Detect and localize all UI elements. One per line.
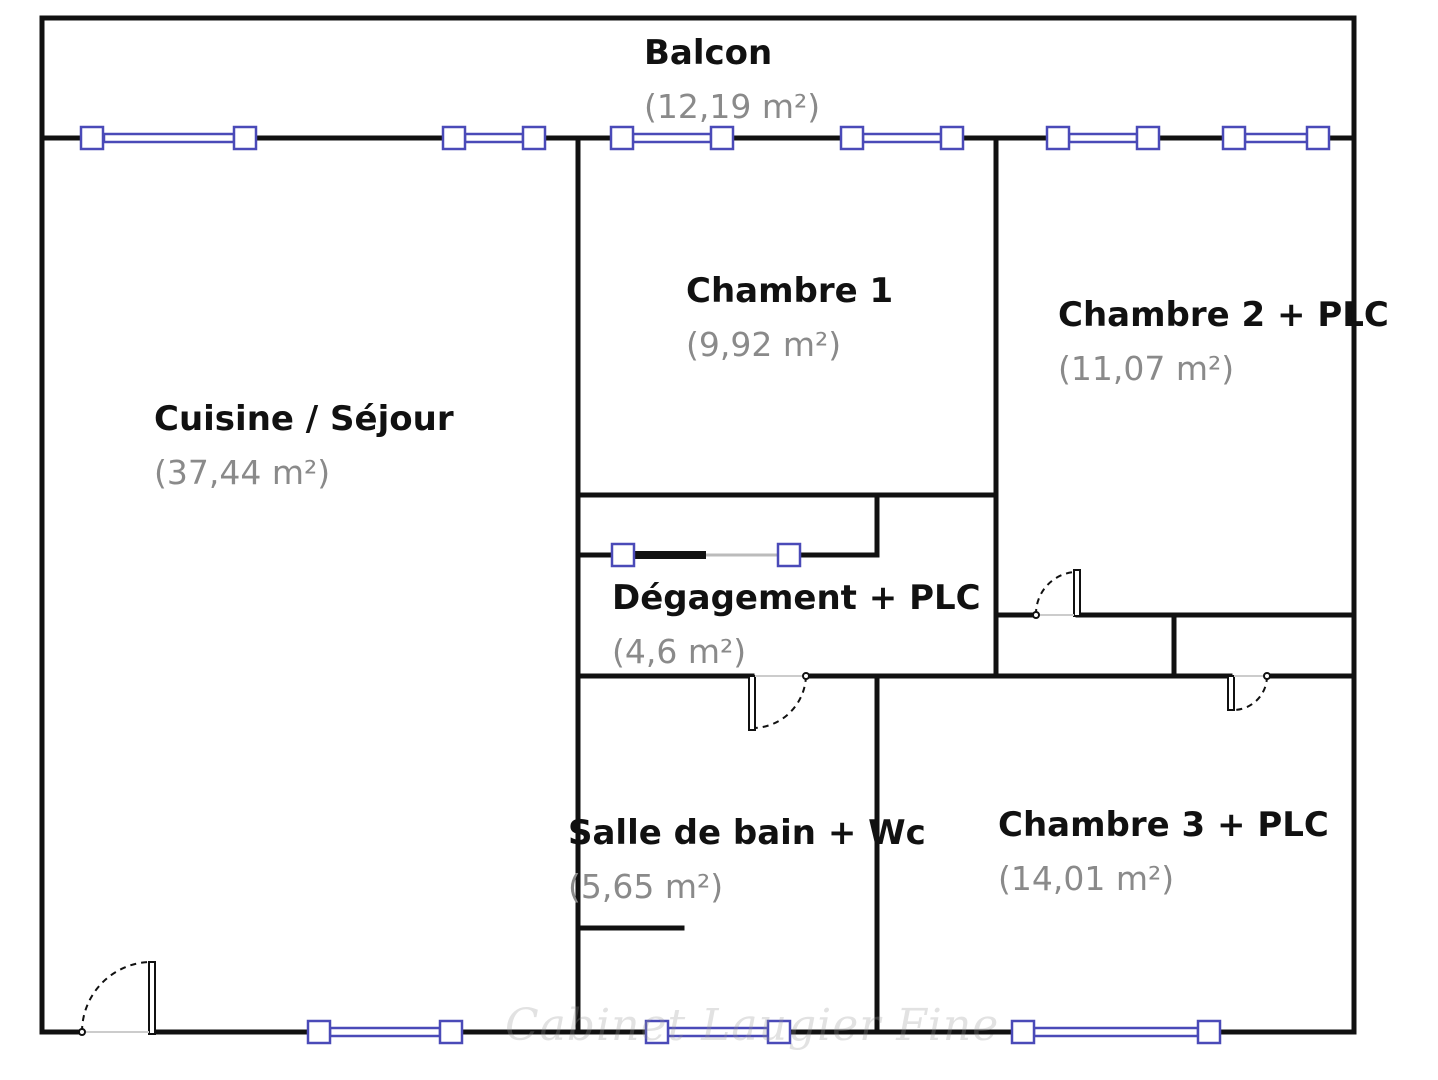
windows bbox=[79, 125, 1331, 1045]
room-label-chambre-1: Chambre 1 (9,92 m²) bbox=[686, 274, 893, 361]
closet-track-end bbox=[776, 542, 802, 568]
window bbox=[644, 1019, 792, 1045]
doors bbox=[78, 569, 1271, 1036]
room-label-balcon: Balcon (12,19 m²) bbox=[644, 36, 820, 123]
room-name: Cuisine / Séjour bbox=[154, 399, 454, 439]
room-name: Balcon bbox=[644, 33, 773, 73]
window bbox=[1010, 1019, 1222, 1045]
room-area: (5,65 m²) bbox=[568, 867, 724, 906]
window bbox=[609, 125, 735, 151]
window bbox=[839, 125, 965, 151]
room-area: (9,92 m²) bbox=[686, 325, 842, 364]
room-name: Chambre 1 bbox=[686, 271, 894, 311]
window bbox=[1221, 125, 1331, 151]
door-chambre3 bbox=[1227, 672, 1271, 711]
room-label-cuisine-sejour: Cuisine / Séjour (37,44 m²) bbox=[154, 402, 454, 489]
room-area: (4,6 m²) bbox=[612, 632, 747, 671]
room-label-chambre-2: Chambre 2 + PLC (11,07 m²) bbox=[1058, 298, 1389, 385]
door-bathroom bbox=[748, 672, 810, 731]
room-area: (11,07 m²) bbox=[1058, 349, 1235, 388]
room-name: Dégagement + PLC bbox=[612, 578, 981, 618]
room-name: Chambre 3 + PLC bbox=[998, 805, 1329, 845]
room-label-degagement: Dégagement + PLC (4,6 m²) bbox=[612, 581, 981, 668]
door-entrance bbox=[78, 961, 156, 1036]
room-label-chambre-3: Chambre 3 + PLC (14,01 m²) bbox=[998, 808, 1329, 895]
window bbox=[79, 125, 258, 151]
room-area: (14,01 m²) bbox=[998, 859, 1175, 898]
room-name: Chambre 2 + PLC bbox=[1058, 295, 1389, 335]
room-area: (37,44 m²) bbox=[154, 453, 331, 492]
window bbox=[1045, 125, 1161, 151]
closet-track-end bbox=[610, 542, 636, 568]
room-label-salle-de-bain: Salle de bain + Wc (5,65 m²) bbox=[568, 816, 926, 903]
room-name: Salle de bain + Wc bbox=[568, 813, 926, 853]
window bbox=[306, 1019, 464, 1045]
door-chambre2 bbox=[1032, 569, 1081, 619]
room-area: (12,19 m²) bbox=[644, 87, 821, 126]
window bbox=[441, 125, 547, 151]
watermark: Cabinet Laugier Fine bbox=[505, 1000, 1000, 1051]
